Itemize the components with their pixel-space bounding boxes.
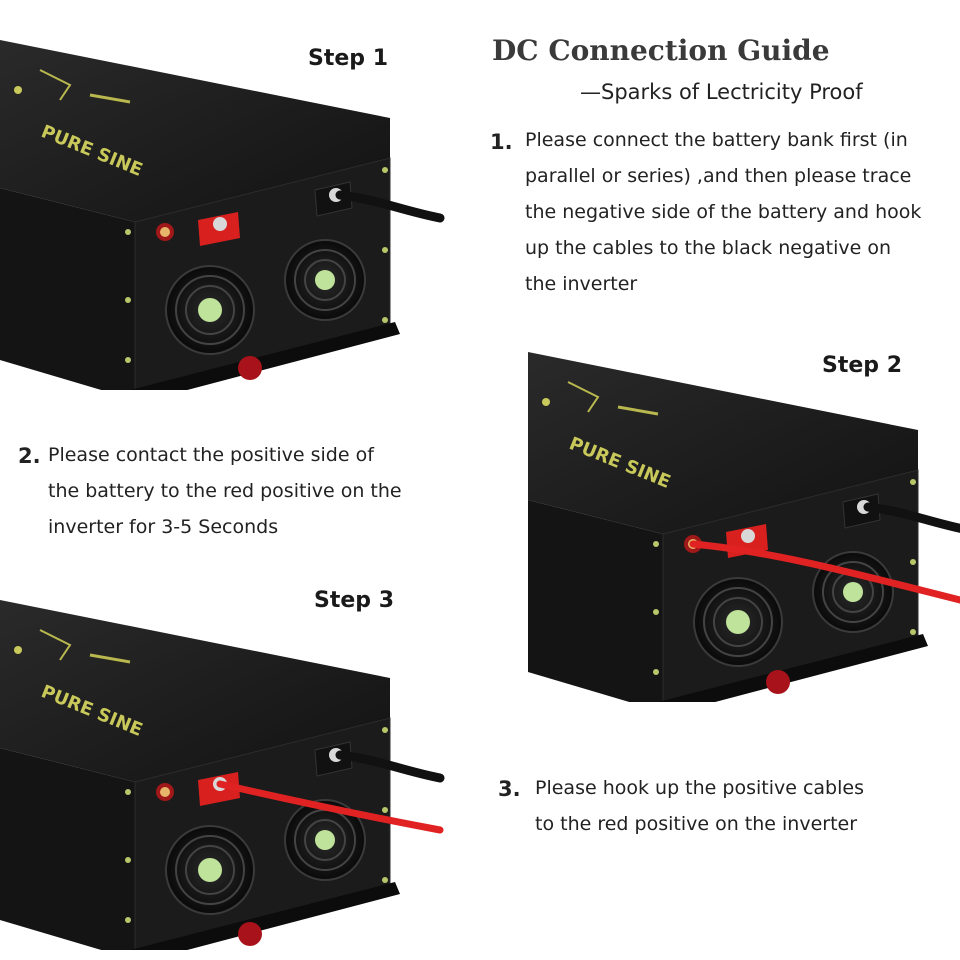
instruction-2-number: 2. xyxy=(18,444,41,468)
instruction-2-text: Please contact the positive side of the … xyxy=(48,437,402,545)
instruction-line: parallel or series) ,and then please tra… xyxy=(525,165,912,187)
instruction-line: Please hook up the positive cables xyxy=(535,777,864,799)
instruction-line: the negative side of the battery and hoo… xyxy=(525,201,922,223)
inverter-step-3 xyxy=(0,600,445,950)
instruction-1-text: Please connect the battery bank first (i… xyxy=(525,122,921,302)
instruction-line: Please connect the battery bank first (i… xyxy=(525,129,908,151)
instruction-line: inverter for 3-5 Seconds xyxy=(48,516,279,538)
instruction-3-number: 3. xyxy=(498,777,521,801)
instruction-line: the inverter xyxy=(525,273,638,295)
guide-subtitle: —Sparks of Lectricity Proof xyxy=(580,80,863,104)
guide-title: DC Connection Guide xyxy=(492,34,830,67)
step-3-label: Step 3 xyxy=(314,588,394,613)
inverter-step-1 xyxy=(0,40,445,390)
instruction-line: the battery to the red positive on the xyxy=(48,480,402,502)
instruction-line: to the red positive on the inverter xyxy=(535,813,858,835)
subtitle-dash: — xyxy=(580,80,601,104)
step-2-label: Step 2 xyxy=(822,353,902,378)
instruction-line: Please contact the positive side of xyxy=(48,444,374,466)
step-1-label: Step 1 xyxy=(308,46,388,71)
instruction-1-number: 1. xyxy=(490,130,513,154)
instruction-3-text: Please hook up the positive cables to th… xyxy=(535,770,864,842)
subtitle-text: Sparks of Lectricity Proof xyxy=(601,80,863,104)
inverter-step-2 xyxy=(528,352,960,702)
instruction-line: up the cables to the black negative on xyxy=(525,237,892,259)
